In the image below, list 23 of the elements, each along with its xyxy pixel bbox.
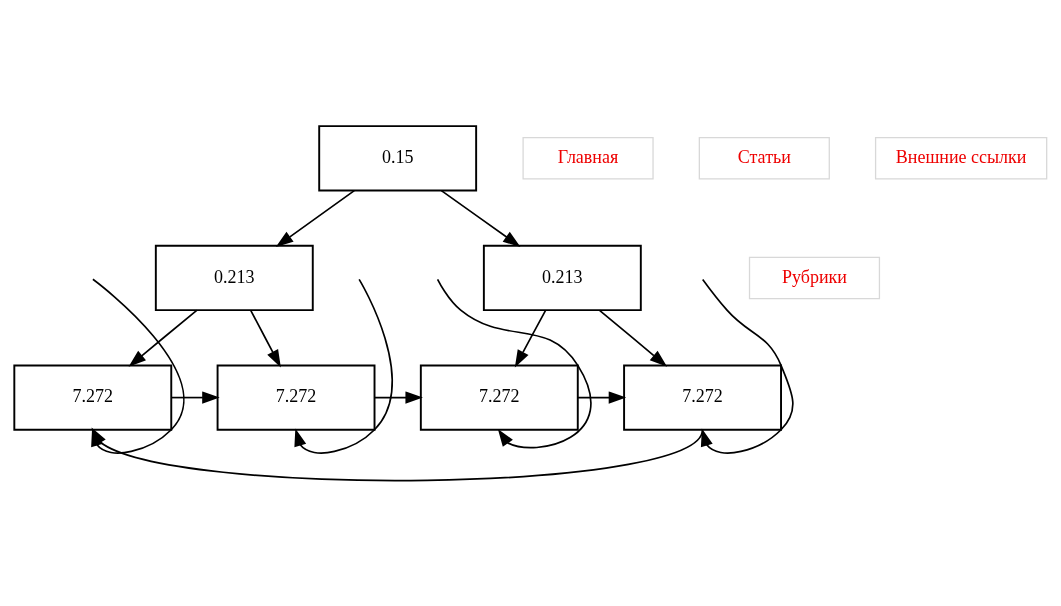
node-box: 7.272	[623, 363, 782, 431]
node-box: 7.272	[13, 363, 173, 431]
node-box: Внешние ссылки	[874, 136, 1048, 180]
node-box: 0.213	[154, 244, 314, 311]
arrow	[170, 390, 220, 404]
node-box: 0.213	[482, 244, 642, 311]
arrow	[294, 277, 393, 454]
arrow	[373, 390, 423, 404]
arrow	[128, 308, 198, 367]
node-box: Главная	[522, 136, 654, 180]
arrow	[598, 308, 668, 367]
arrow	[514, 309, 547, 367]
arrow	[700, 278, 794, 454]
arrow	[275, 189, 356, 247]
node-box: 7.272	[419, 363, 579, 431]
arrow	[440, 189, 521, 247]
arrow	[250, 309, 281, 367]
arrow	[436, 277, 592, 448]
node-box: Рубрики	[748, 256, 881, 299]
node-box: Статьи	[698, 136, 830, 180]
arrow	[577, 390, 627, 404]
node-box: 0.15	[318, 124, 478, 191]
node-box: 7.272	[216, 363, 376, 431]
